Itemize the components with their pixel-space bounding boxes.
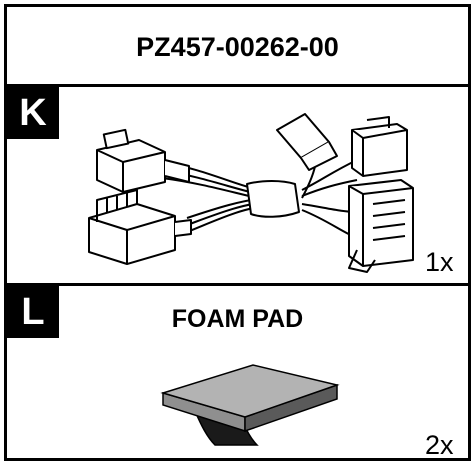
header-divider [7,84,468,87]
item-letter-k: K [7,87,59,139]
wire-harness-icon [88,113,414,273]
item-l-title: FOAM PAD [171,305,304,333]
item-k-quantity: 1x [425,247,454,277]
item-letter-l: L [7,286,59,338]
foam-pad-icon [160,364,340,446]
section-divider [7,283,468,286]
parts-card: PZ457-00262-00 K [4,4,471,461]
item-l-quantity: 2x [425,430,454,460]
part-number-title: PZ457-00262-00 [136,31,339,62]
